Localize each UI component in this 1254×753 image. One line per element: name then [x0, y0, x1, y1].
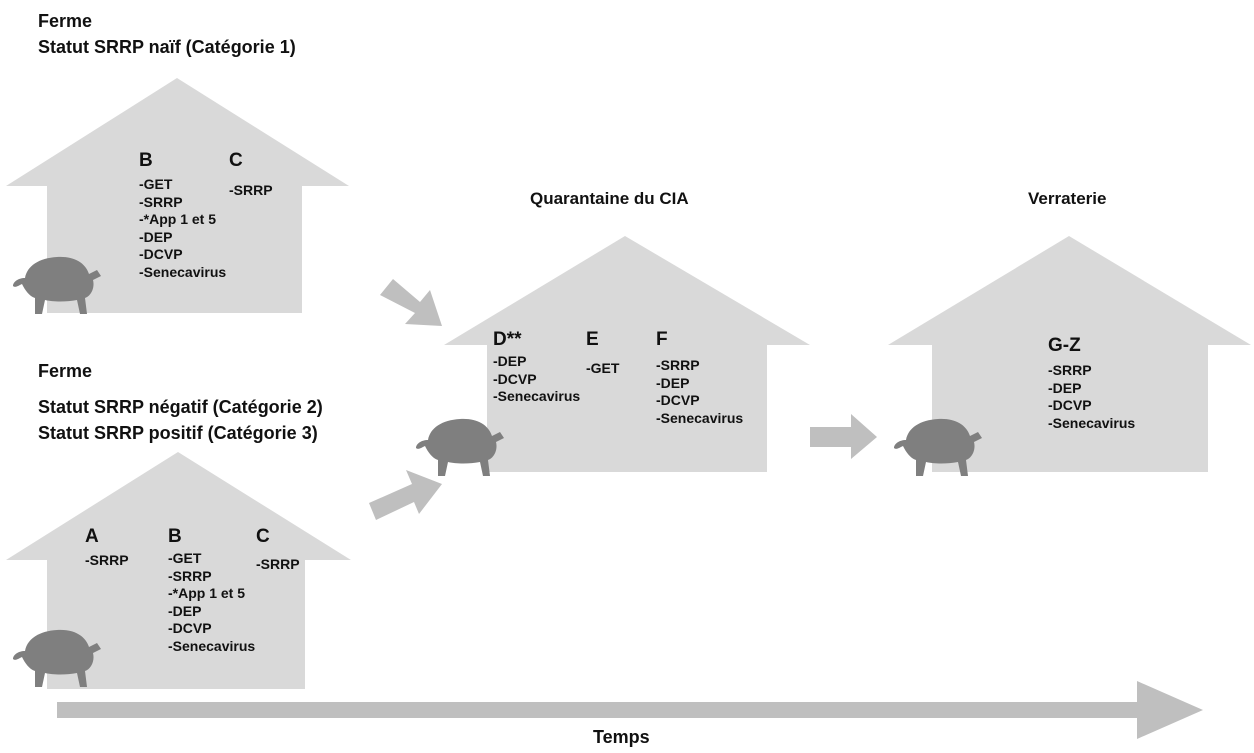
- list-item: -Senecavirus: [493, 388, 581, 405]
- list-item: -SRRP: [229, 182, 273, 198]
- list-item: -DEP: [656, 374, 690, 391]
- group-letter: F: [656, 329, 668, 350]
- list-item: -GET: [139, 176, 173, 192]
- farm1-status: Statut SRRP naïf (Catégorie 1): [38, 37, 296, 57]
- list-item: -SRRP: [85, 552, 129, 568]
- group-items: -SRRP: [85, 552, 129, 570]
- group-letter: G-Z: [1048, 335, 1081, 356]
- list-item: -SRRP: [168, 567, 212, 584]
- list-item: -SRRP: [656, 357, 700, 373]
- list-item: -DEP: [168, 602, 202, 619]
- list-item: -DEP: [493, 353, 527, 369]
- list-item: -*App 1 et 5: [139, 211, 217, 228]
- list-item: -Senecavirus: [168, 637, 256, 654]
- group-letter: D**: [493, 329, 522, 350]
- farm2-status-negative: Statut SRRP négatif (Catégorie 2): [38, 397, 323, 417]
- list-item: -DEP: [139, 228, 173, 245]
- list-item: -GET: [586, 360, 620, 376]
- list-item: -DCVP: [1048, 397, 1092, 414]
- list-item: -DCVP: [656, 392, 700, 409]
- list-item: -Senecavirus: [139, 263, 227, 280]
- list-item: -Senecavirus: [656, 409, 744, 426]
- list-item: -DCVP: [493, 370, 537, 387]
- list-item: -DCVP: [139, 246, 183, 263]
- quarantine-title: Quarantaine du CIA: [530, 189, 689, 208]
- quarantine-house: [444, 236, 810, 472]
- group-items: -GET -SRRP -*App 1 et 5 -DEP -DCVP -Sene…: [168, 550, 255, 656]
- group-letter: C: [229, 150, 243, 171]
- verraterie-house: [888, 236, 1251, 472]
- group-letter: E: [586, 329, 599, 350]
- verraterie-title: Verraterie: [1028, 189, 1107, 208]
- list-item: -DEP: [1048, 379, 1082, 396]
- group-letter: B: [139, 150, 153, 171]
- list-item: -SRRP: [139, 193, 183, 210]
- farm1-title: Ferme: [38, 11, 93, 31]
- list-item: -SRRP: [256, 556, 300, 572]
- list-item: -SRRP: [1048, 362, 1092, 378]
- group-items: -GET -SRRP -*App 1 et 5 -DEP -DCVP -Sene…: [139, 176, 226, 282]
- group-items: -SRRP -DEP -DCVP -Senecavirus: [656, 357, 743, 427]
- list-item: -Senecavirus: [1048, 414, 1136, 431]
- group-letter: A: [85, 526, 99, 547]
- group-items: -SRRP -DEP -DCVP -Senecavirus: [1048, 362, 1135, 432]
- arrow-farm2-to-quarantine: [369, 470, 442, 520]
- farm2-status-positive: Statut SRRP positif (Catégorie 3): [38, 423, 318, 443]
- group-items: -SRRP: [256, 556, 300, 574]
- group-letter: B: [168, 526, 182, 547]
- group-items: -GET: [586, 360, 619, 378]
- group-letter: C: [256, 526, 270, 547]
- group-items: -DEP -DCVP -Senecavirus: [493, 353, 580, 406]
- arrow-quarantine-to-verraterie: [810, 414, 877, 459]
- farm2-house: [6, 452, 351, 689]
- list-item: -GET: [168, 550, 202, 566]
- farm2-title: Ferme: [38, 361, 93, 381]
- list-item: -*App 1 et 5: [168, 585, 246, 602]
- timeline-arrow: [57, 681, 1203, 739]
- timeline-label: Temps: [593, 727, 650, 747]
- arrow-farm1-to-quarantine: [380, 279, 442, 326]
- group-items: -SRRP: [229, 182, 273, 200]
- list-item: -DCVP: [168, 620, 212, 637]
